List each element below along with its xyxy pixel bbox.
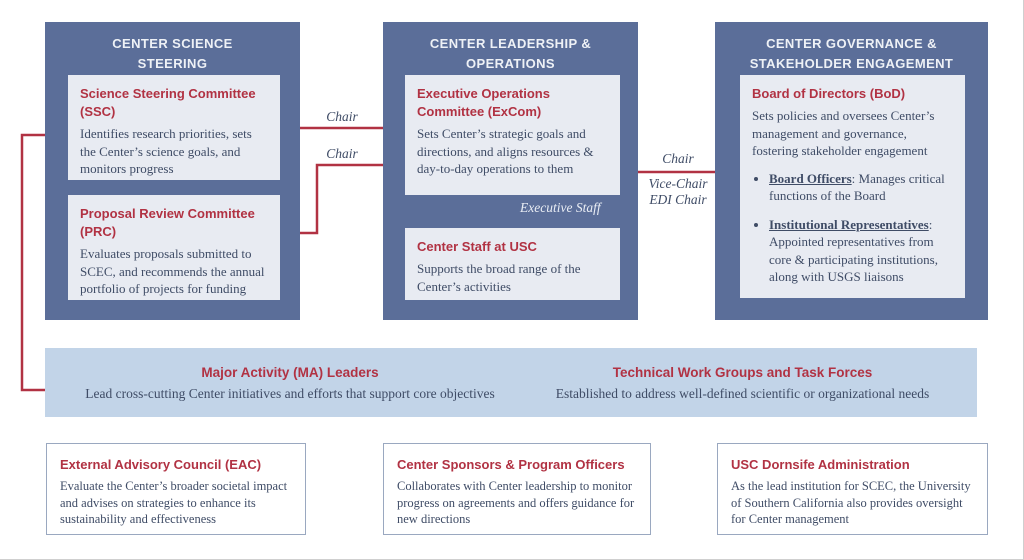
box-prc: Proposal Review Committee (PRC) Evaluate…	[68, 195, 280, 300]
label-chair-right: Chair	[662, 151, 694, 166]
excom-desc: Sets Center’s strategic goals and direct…	[417, 126, 594, 176]
box-bod: Board of Directors (BoD) Sets policies a…	[740, 75, 965, 298]
panel-title-science: CENTER SCIENCE STEERING	[112, 36, 233, 71]
bod-bullet-list: Board Officers: Manages critical functio…	[752, 170, 953, 286]
sponsors-desc: Collaborates with Center leadership to m…	[397, 479, 635, 526]
twg-desc: Established to address well-defined scie…	[555, 385, 930, 401]
bod-bullet-board-officers: Board Officers: Manages critical functio…	[769, 170, 953, 205]
bullet-lead-institutional-reps: Institutional Representatives	[769, 216, 929, 232]
bullet-rest-institutional-reps: : Appointed representatives from core & …	[769, 216, 938, 285]
band-ma-leaders: Major Activity (MA) Leaders Lead cross-c…	[60, 348, 520, 417]
center-staff-desc: Supports the broad range of the Center’s…	[417, 261, 581, 294]
bod-bullet-institutional-reps: Institutional Representatives: Appointed…	[769, 216, 953, 286]
label-chair-ssc: Chair	[326, 109, 358, 124]
ssc-title: Science Steering Committee (SSC)	[80, 86, 256, 119]
panel-title-governance: CENTER GOVERNANCE & STAKEHOLDER ENGAGEME…	[749, 36, 954, 71]
box-eac: External Advisory Council (EAC) Evaluate…	[46, 443, 306, 535]
panel-center-governance: CENTER GOVERNANCE & STAKEHOLDER ENGAGEME…	[715, 22, 988, 320]
twg-title: Technical Work Groups and Task Forces	[612, 364, 873, 380]
box-sponsors: Center Sponsors & Program Officers Colla…	[383, 443, 651, 535]
prc-title: Proposal Review Committee (PRC)	[80, 206, 255, 239]
bod-desc: Sets policies and oversees Center’s mana…	[752, 108, 935, 158]
label-chair-prc: Chair	[326, 146, 358, 161]
prc-desc: Evaluates proposals submitted to SCEC, a…	[80, 246, 265, 296]
bod-title: Board of Directors (BoD)	[752, 86, 906, 101]
panel-center-leadership-operations: CENTER LEADERSHIP & OPERATIONS Executive…	[383, 22, 638, 320]
bullet-lead-board-officers: Board Officers	[769, 170, 852, 186]
excom-title: Executive Operations Committee (ExCom)	[417, 86, 550, 119]
band-twg: Technical Work Groups and Task Forces Es…	[510, 348, 975, 417]
box-center-staff: Center Staff at USC Supports the broad r…	[405, 228, 620, 300]
ma-leaders-title: Major Activity (MA) Leaders	[201, 364, 379, 380]
panel-title-leadership: CENTER LEADERSHIP & OPERATIONS	[429, 36, 592, 71]
sponsors-title: Center Sponsors & Program Officers	[397, 457, 625, 472]
eac-title: External Advisory Council (EAC)	[60, 457, 262, 472]
box-excom: Executive Operations Committee (ExCom) S…	[405, 75, 620, 195]
band-ma-twg: Major Activity (MA) Leaders Lead cross-c…	[45, 348, 977, 417]
dornsife-desc: As the lead institution for SCEC, the Un…	[731, 479, 971, 526]
ssc-desc: Identifies research priorities, sets the…	[80, 126, 252, 176]
ma-leaders-desc: Lead cross-cutting Center initiatives an…	[85, 385, 495, 401]
panel-center-science-steering: CENTER SCIENCE STEERING Science Steering…	[45, 22, 300, 320]
box-dornsife: USC Dornsife Administration As the lead …	[717, 443, 988, 535]
label-vice-chair: Vice-Chair	[648, 176, 708, 191]
label-executive-staff: Executive Staff	[520, 200, 601, 215]
dornsife-title: USC Dornsife Administration	[731, 457, 910, 472]
eac-desc: Evaluate the Center’s broader societal i…	[60, 479, 288, 526]
center-staff-title: Center Staff at USC	[417, 239, 537, 254]
bullet-rest-board-officers: : Manages critical functions of the Boar…	[769, 170, 945, 204]
box-ssc: Science Steering Committee (SSC) Identif…	[68, 75, 280, 180]
label-edi-chair: EDI Chair	[649, 192, 707, 207]
